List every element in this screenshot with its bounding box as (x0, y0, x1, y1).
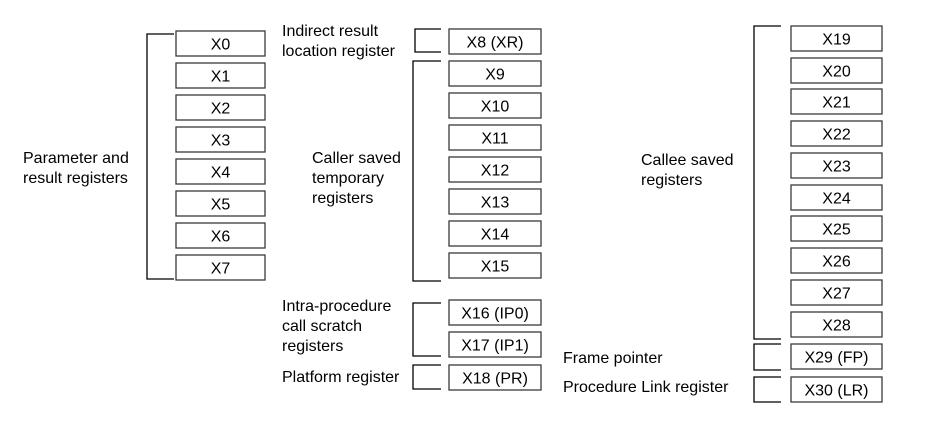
parameter-result-label-line2: result registers (23, 170, 128, 187)
register-box-x5: X5 (175, 190, 266, 217)
parameter-result-label: Parameter and result registers (23, 150, 133, 187)
intra-procedure-label-line1: Intra-procedure (282, 298, 391, 315)
register-label: X0 (211, 37, 231, 54)
indirect-result-bracket (414, 28, 441, 53)
register-box-x29: X29 (FP) (790, 343, 883, 370)
indirect-result-label-line2: location register (282, 43, 396, 60)
register-box-x12: X12 (448, 156, 542, 183)
register-box-x7: X7 (175, 254, 266, 281)
register-label: X12 (481, 163, 510, 180)
intra-procedure-label-line2: call scratch (282, 318, 362, 335)
register-label: X18 (PR) (462, 371, 528, 388)
indirect-result-label: Indirect result location register (282, 23, 396, 60)
register-box-x30: X30 (LR) (790, 376, 883, 403)
register-label: X14 (481, 227, 510, 244)
register-box-x22: X22 (790, 120, 883, 147)
register-box-x9: X9 (448, 60, 542, 87)
intra-procedure-bracket (412, 302, 441, 357)
register-label: X1 (211, 69, 231, 86)
caller-saved-label-line3: registers (312, 190, 373, 207)
register-label: X16 (IP0) (461, 306, 529, 323)
register-label: X3 (211, 133, 231, 150)
register-label: X22 (822, 127, 851, 144)
caller-saved-label-line1: Caller saved (312, 150, 401, 167)
register-box-x2: X2 (175, 94, 266, 121)
platform-bracket (412, 364, 441, 390)
register-box-x23: X23 (790, 152, 883, 179)
caller-saved-bracket (412, 60, 441, 282)
register-box-x24: X24 (790, 184, 883, 211)
register-box-x14: X14 (448, 220, 542, 247)
register-box-x11: X11 (448, 124, 542, 151)
register-label: X5 (211, 197, 231, 214)
register-label: X4 (211, 165, 231, 182)
register-box-x4: X4 (175, 158, 266, 185)
link-register-label: Procedure Link register (563, 379, 729, 396)
platform-label: Platform register (282, 369, 400, 386)
register-label: X20 (822, 64, 851, 81)
callee-saved-label-line1: Callee saved (641, 152, 734, 169)
register-label: X29 (FP) (804, 350, 868, 367)
register-label: X26 (822, 254, 851, 271)
register-label: X8 (XR) (467, 35, 524, 52)
register-label: X23 (822, 159, 851, 176)
register-label: X21 (822, 95, 851, 112)
register-box-x0: X0 (175, 30, 266, 57)
register-label: X19 (822, 32, 851, 49)
register-label: X9 (485, 67, 505, 84)
parameter-result-label-line1: Parameter and (23, 150, 129, 167)
register-box-x21: X21 (790, 88, 883, 115)
register-box-x26: X26 (790, 247, 883, 274)
register-box-x8: X8 (XR) (448, 28, 542, 55)
register-box-x13: X13 (448, 188, 542, 215)
indirect-result-label-line1: Indirect result (282, 23, 379, 40)
register-label: X13 (481, 195, 510, 212)
register-box-x16: X16 (IP0) (448, 299, 542, 326)
register-box-x25: X25 (790, 215, 883, 242)
register-box-x28: X28 (790, 311, 883, 338)
callee-saved-bracket (753, 25, 781, 340)
register-box-x6: X6 (175, 222, 266, 249)
link-register-bracket (753, 376, 781, 403)
register-label: X7 (211, 261, 231, 278)
frame-pointer-bracket (753, 343, 781, 371)
register-label: X24 (822, 191, 851, 208)
caller-saved-label: Caller saved temporary registers (312, 150, 405, 207)
register-box-x27: X27 (790, 279, 883, 306)
register-box-x15: X15 (448, 252, 542, 279)
register-box-x19: X19 (790, 25, 883, 52)
frame-pointer-label: Frame pointer (563, 350, 663, 367)
register-box-x20: X20 (790, 57, 883, 84)
register-label: X25 (822, 222, 851, 239)
register-label: X30 (LR) (804, 383, 868, 400)
register-box-x17: X17 (IP1) (448, 331, 542, 358)
register-label: X10 (481, 99, 510, 116)
caller-saved-label-line2: temporary (312, 170, 384, 187)
register-box-x3: X3 (175, 126, 266, 153)
register-box-x1: X1 (175, 62, 266, 89)
register-label: X6 (211, 229, 231, 246)
register-label: X2 (211, 101, 231, 118)
callee-saved-label-line2: registers (641, 172, 702, 189)
register-box-x10: X10 (448, 92, 542, 119)
parameter-result-bracket (146, 33, 174, 280)
register-label: X27 (822, 286, 851, 303)
intra-procedure-label-line3: registers (282, 338, 343, 355)
register-label: X17 (IP1) (461, 338, 529, 355)
register-label: X15 (481, 259, 510, 276)
register-label: X28 (822, 318, 851, 335)
callee-saved-label: Callee saved registers (641, 152, 738, 189)
register-box-x18: X18 (PR) (448, 364, 542, 391)
intra-procedure-label: Intra-procedure call scratch registers (282, 298, 396, 355)
register-label: X11 (481, 131, 508, 148)
